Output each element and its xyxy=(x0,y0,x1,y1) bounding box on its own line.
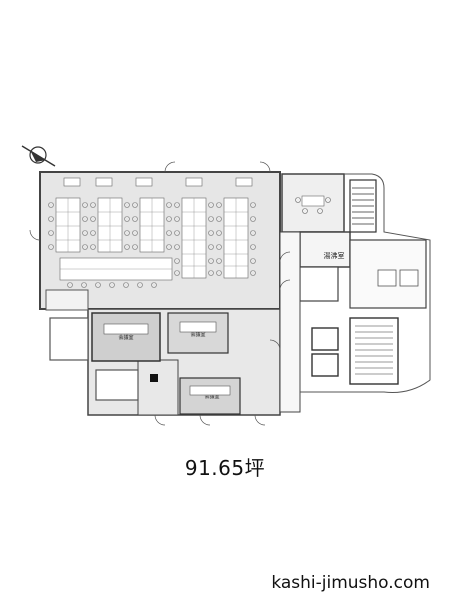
elevator-1 xyxy=(311,327,339,351)
lower-left-wing xyxy=(137,359,179,416)
meeting-room-2 xyxy=(167,312,229,354)
corridor xyxy=(279,231,301,413)
stairs-upper-steps xyxy=(352,187,374,225)
storage-room-label: 湯沸室 xyxy=(324,251,345,260)
chairs xyxy=(48,202,256,288)
meeting-furniture xyxy=(103,321,231,396)
core-room xyxy=(299,266,339,302)
door-swings xyxy=(29,161,291,426)
toilet-stall-2 xyxy=(399,269,419,287)
site-watermark: kashi-jimusho.com xyxy=(271,573,430,593)
storage-room xyxy=(299,231,351,268)
left-balcony xyxy=(49,317,89,361)
stairs-lower-steps xyxy=(355,325,393,375)
toilet-stall-1 xyxy=(377,269,397,287)
meeting-room-3 xyxy=(179,377,241,415)
meeting-room-label-2: 会議室 xyxy=(190,331,205,338)
north-arrow-icon xyxy=(21,145,56,167)
floor-area-label: 91.65坪 xyxy=(184,456,266,480)
meeting-room-label-3: 会議室 xyxy=(204,393,219,400)
meeting-room-label-1: 会議室 xyxy=(118,334,133,341)
upper-right-furniture xyxy=(295,195,331,214)
left-small-room xyxy=(45,289,89,311)
entrance-marker xyxy=(150,374,158,382)
meeting-room-1 xyxy=(91,312,161,362)
exterior-wall-right xyxy=(300,173,431,393)
desk-dividers xyxy=(56,198,248,278)
top-cabinets xyxy=(63,177,253,187)
stairs-lower xyxy=(349,317,399,385)
left-balcony-lower xyxy=(95,369,139,401)
elevator-2 xyxy=(311,353,339,377)
